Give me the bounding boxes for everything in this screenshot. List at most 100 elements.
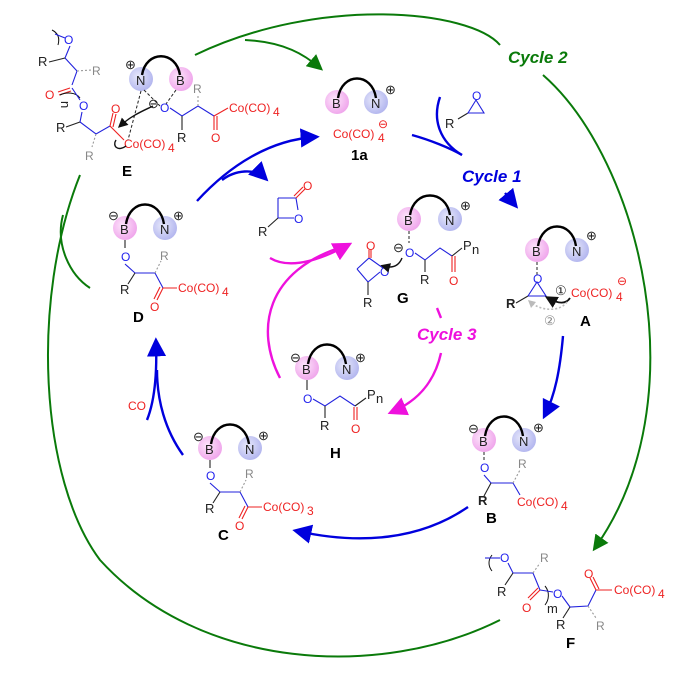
cobalt-subscript: 4 [561,499,568,513]
cobalt: Co(CO) [124,137,165,151]
bracket [51,29,60,46]
bond [48,57,66,63]
cycle2-arc-branch [59,214,91,289]
oxygen-atom: O [79,99,88,113]
stereo-bond [239,479,247,493]
acyl-bonds [153,286,177,301]
boron-sphere [295,356,319,380]
tether [209,423,251,445]
polymer-p: P [463,238,472,253]
compound-E: O R R O n O R R O Co(CO) 4 N B ⊕ ⊖ O [38,29,280,180]
cobalt-subscript: 4 [273,105,280,119]
bond [65,121,81,128]
bond [71,87,81,101]
oxygen-atom: O [64,33,73,47]
cycle1-B-to-C [292,506,469,544]
acyl-bonds [238,505,262,520]
r-group: R [518,457,527,471]
nitrogen-atom: N [371,96,380,111]
oxygen-atom: O [500,551,509,565]
boron-atom: B [479,434,488,449]
compound-A: B N ⊕ O R ① Co(CO) 4 ⊖ ② A [506,225,627,330]
r-group: R [120,282,129,297]
minus-charge: ⊖ [378,117,388,131]
tether [336,77,378,99]
r-group: R [193,82,202,96]
r-group: R [258,224,267,239]
minus-charge: ⊖ [290,350,301,365]
plus-charge: ⊕ [125,57,136,72]
r-group: R [205,501,214,516]
nitrogen-sphere [512,428,536,452]
ring-oxygen: O [294,212,303,226]
cycle1-arrow-A [498,187,519,209]
cobalt-subscript: 3 [307,504,314,518]
cycle1-C-to-D [145,337,167,421]
cycle3-lactone-entry [269,242,353,265]
cycle2-arc-left [46,174,501,658]
nitrogen-sphere [565,238,589,262]
compound-F: O R R O m O R R O Co(CO) 4 F [485,551,665,652]
lactone-ring [277,198,294,219]
r-group: R [85,149,94,163]
boron-atom: B [302,362,311,377]
compound-D: B N ⊖ ⊕ O R R O Co(CO) 4 D [108,203,229,326]
epoxide-oxygen: O [533,272,542,286]
r-group: R [38,54,47,69]
label-G: G [397,290,409,307]
carbonyl-oxygen: O [235,519,244,533]
epoxide-ring [467,98,485,114]
carbonyl-oxygen: O [366,239,375,253]
label-C: C [218,527,229,544]
cobalt-subscript: 4 [222,285,229,299]
nitrogen-atom: N [136,73,145,88]
bracket [59,92,81,99]
attack-arrow-2-head [528,300,536,308]
r-group: R [556,617,565,632]
boron-atom: B [532,244,541,259]
ion-pair-bond [143,89,161,107]
bond [127,272,136,285]
compound-C: B N ⊖ ⊕ O R R O Co(CO) 3 C [193,423,314,544]
bond [539,589,554,593]
epoxide-ring [526,280,548,297]
plus-charge: ⊕ [460,198,471,213]
carbonyl-oxygen: O [150,300,159,314]
r-group: R [497,584,506,599]
backbone [209,482,249,508]
nitrogen-atom: N [160,222,169,237]
cobalt: Co(CO) [614,583,655,597]
label-1a: 1a [351,147,368,164]
boron-sphere [525,238,549,262]
minus-charge: ⊖ [108,208,119,223]
cycle1-C-to-D-arc [155,369,184,456]
chain [79,111,111,135]
boron-sphere [325,90,349,114]
attack-arrow [380,257,403,273]
chain [312,395,356,407]
cobalt: Co(CO) [178,281,219,295]
cycle3-H-to-G [266,244,346,379]
acyl-bonds [589,576,612,591]
bond [483,482,492,497]
stereo-bond [91,133,97,148]
carbonyl [353,407,358,420]
cycle2-label: Cycle 2 [508,48,568,67]
carbonyl-oxygen: O [303,179,312,193]
boron-sphere [397,207,421,231]
bond [504,572,514,586]
bond [267,217,279,228]
carbonyl [57,87,72,96]
bond [562,606,571,619]
step-1-marker: ① [555,283,567,298]
tether [408,194,452,216]
tether [140,55,182,76]
attack-arrow-1 [544,296,571,308]
backbone [483,474,521,496]
bracket [544,585,549,606]
bracket [488,554,493,572]
alkoxide-oxygen: O [160,101,169,115]
polymer-p: P [367,387,376,402]
r-group: R [445,116,454,131]
